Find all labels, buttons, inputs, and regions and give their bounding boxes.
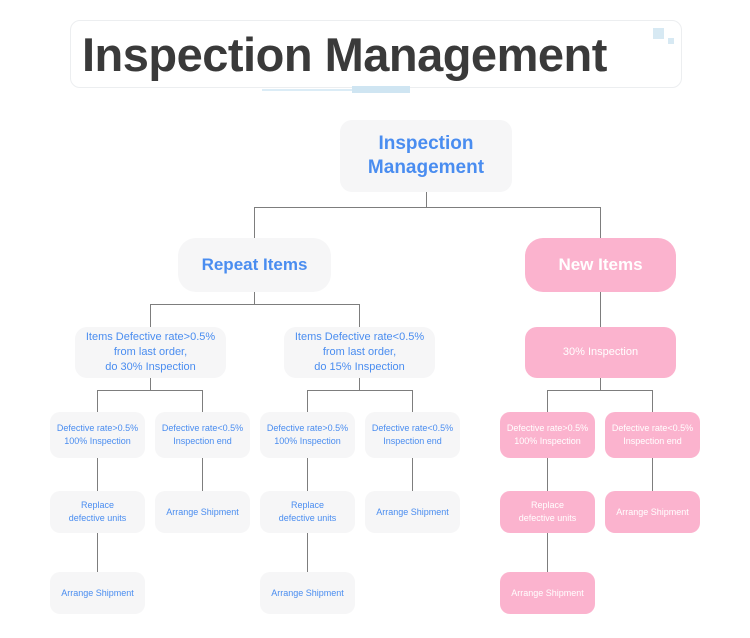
node-repeat-low-defect[interactable]: Items Defective rate<0.5% from last orde… [284, 327, 435, 378]
node-label: Arrange Shipment [61, 587, 134, 598]
page-title: Inspection Management [82, 28, 607, 81]
node-label: Replace defective units [278, 500, 337, 523]
connector-repeat-stem [254, 292, 255, 304]
node-rep-hi-final-shipment[interactable]: Arrange Shipment [50, 572, 145, 614]
connector-to-new-b [652, 390, 653, 412]
title-underline-thick [352, 86, 410, 93]
node-repeat-high-defect[interactable]: Items Defective rate>0.5% from last orde… [75, 327, 226, 378]
node-label: Defective rate>0.5% 100% Inspection [506, 423, 589, 446]
node-label: New Items [558, 255, 643, 274]
node-rep-hi-replace-units[interactable]: Replace defective units [50, 491, 145, 533]
accent-square-small-icon [668, 38, 674, 44]
node-rep-hi-arrange-shipment[interactable]: Arrange Shipment [155, 491, 250, 533]
connector-to-new-a [547, 390, 548, 412]
accent-square-large-icon [653, 28, 664, 39]
connector-to-rep-lo-b [412, 390, 413, 412]
node-label: Repeat Items [201, 255, 308, 274]
node-label: Defective rate>0.5% 100% Inspection [56, 423, 139, 446]
connector-to-rep-hi-a [97, 390, 98, 412]
connector-new-b-down [652, 458, 653, 491]
node-label: Defective rate<0.5% Inspection end [371, 423, 454, 446]
connector-new-replace-down [547, 533, 548, 572]
connector-rep-hi-a-down [97, 458, 98, 491]
node-rep-hi-100-inspection[interactable]: Defective rate>0.5% 100% Inspection [50, 412, 145, 458]
node-inspection-management[interactable]: Inspection Management [340, 120, 512, 192]
node-rep-hi-inspection-end[interactable]: Defective rate<0.5% Inspection end [155, 412, 250, 458]
connector-to-new-items [600, 207, 601, 238]
node-new-arrange-shipment[interactable]: Arrange Shipment [605, 491, 700, 533]
connector-to-repeat-low [359, 304, 360, 327]
node-label: Arrange Shipment [376, 506, 449, 517]
connector-to-repeat-high [150, 304, 151, 327]
title-card [70, 20, 682, 88]
node-rep-lo-100-inspection[interactable]: Defective rate>0.5% 100% Inspection [260, 412, 355, 458]
node-label: Items Defective rate>0.5% from last orde… [85, 331, 216, 373]
node-new-replace-units[interactable]: Replace defective units [500, 491, 595, 533]
connector-rep-lo-b-down [412, 458, 413, 491]
connector-to-repeat-items [254, 207, 255, 238]
node-label: Items Defective rate<0.5% from last orde… [294, 331, 425, 373]
connector-rep-hi-replace-down [97, 533, 98, 572]
node-new-30-percent-inspection[interactable]: 30% Inspection [525, 327, 676, 378]
node-new-items[interactable]: New Items [525, 238, 676, 292]
node-label: Defective rate<0.5% Inspection end [611, 423, 694, 446]
connector-repeat-high-stem [150, 378, 151, 390]
connector-30pct-bus [547, 390, 653, 391]
node-label: Defective rate<0.5% Inspection end [161, 423, 244, 446]
connector-repeat-low-bus [307, 390, 413, 391]
connector-rep-lo-replace-down [307, 533, 308, 572]
connector-level1-bus [254, 207, 601, 208]
connector-to-rep-hi-b [202, 390, 203, 412]
node-rep-lo-arrange-shipment[interactable]: Arrange Shipment [365, 491, 460, 533]
node-repeat-items[interactable]: Repeat Items [178, 238, 331, 292]
title-underline-thin [262, 89, 410, 91]
connector-new-a-down [547, 458, 548, 491]
connector-repeat-low-stem [359, 378, 360, 390]
node-label: Replace defective units [68, 500, 127, 523]
connector-root-stem [426, 192, 427, 207]
node-label: Replace defective units [518, 500, 577, 523]
node-rep-lo-inspection-end[interactable]: Defective rate<0.5% Inspection end [365, 412, 460, 458]
node-rep-lo-replace-units[interactable]: Replace defective units [260, 491, 355, 533]
connector-to-rep-lo-a [307, 390, 308, 412]
connector-rep-hi-b-down [202, 458, 203, 491]
node-new-final-shipment[interactable]: Arrange Shipment [500, 572, 595, 614]
connector-repeat-high-bus [97, 390, 203, 391]
node-label: Arrange Shipment [511, 587, 584, 598]
node-label: Defective rate>0.5% 100% Inspection [266, 423, 349, 446]
connector-30pct-stem [600, 378, 601, 390]
node-label: Inspection Management [367, 133, 485, 178]
node-new-100-inspection[interactable]: Defective rate>0.5% 100% Inspection [500, 412, 595, 458]
node-rep-lo-final-shipment[interactable]: Arrange Shipment [260, 572, 355, 614]
node-label: 30% Inspection [562, 346, 639, 358]
connector-new-to-30pct [600, 292, 601, 327]
node-label: Arrange Shipment [616, 506, 689, 517]
connector-repeat-bus [150, 304, 359, 305]
connector-rep-lo-a-down [307, 458, 308, 491]
node-label: Arrange Shipment [166, 506, 239, 517]
node-new-inspection-end[interactable]: Defective rate<0.5% Inspection end [605, 412, 700, 458]
node-label: Arrange Shipment [271, 587, 344, 598]
